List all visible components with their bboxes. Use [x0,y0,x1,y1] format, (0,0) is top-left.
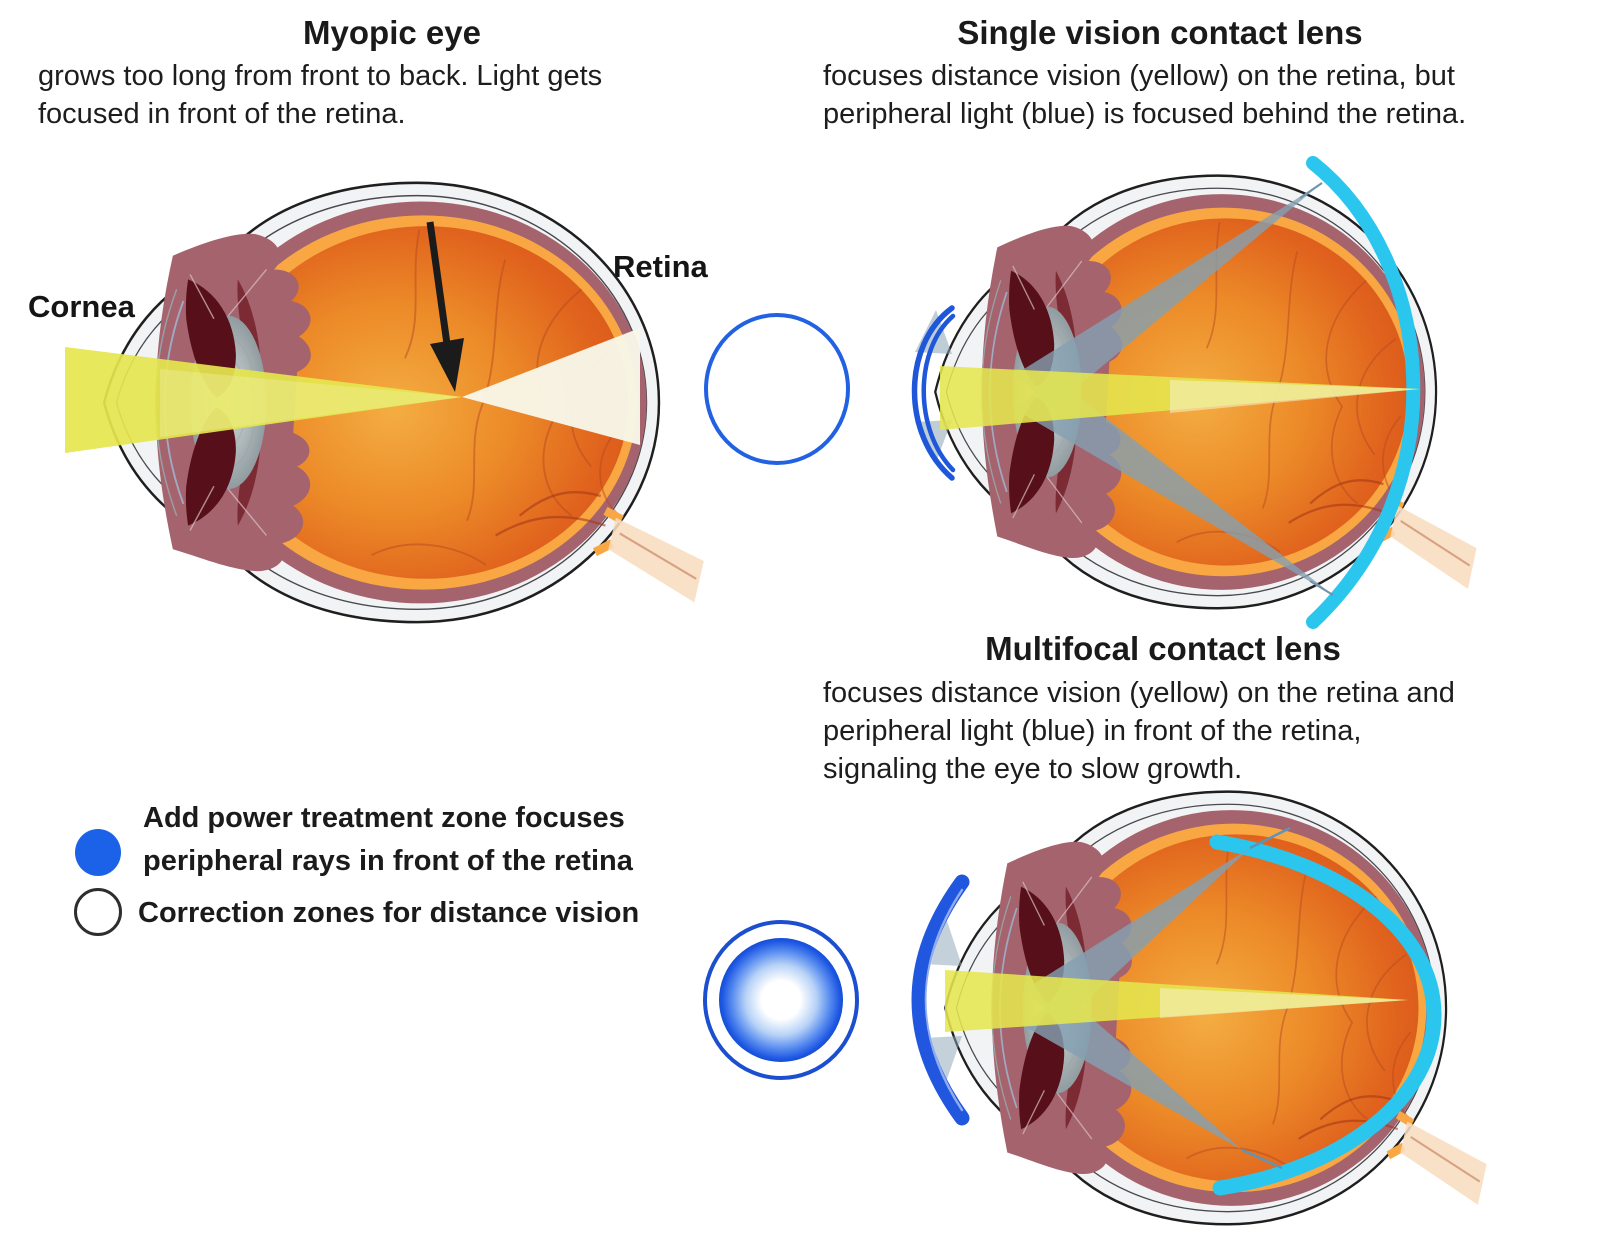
front-of-retina-focus-arc [1209,834,1442,1196]
beam-highlight [1170,380,1420,413]
multifocal-lens-icon [703,920,859,1080]
contact-lens-on-cornea [911,874,970,1126]
focal-point-arrow [426,221,464,392]
multifocal-description: focuses distance vision (yellow) on the … [823,677,1455,785]
add-power-zone-text: Add power treatment zone focuses periphe… [143,802,633,877]
single-vision-lens-icon [704,313,850,465]
retina-label: Retina [613,249,708,284]
add-power-zone-swatch [75,829,121,876]
beam-highlight [160,369,462,437]
single-vision-eye-illustration [704,156,1600,629]
cornea-label: Cornea [28,289,135,324]
multifocal-eye-illustration [703,770,1600,1236]
distance-light-beam [65,347,462,453]
myopic-eye-illustration [65,148,740,653]
multifocal-title: Multifocal contact lens [985,630,1341,667]
myopic-description: grows too long from front to back. Light… [38,60,603,130]
behind-retina-focus-arc [1306,156,1421,629]
single-vision-title: Single vision contact lens [957,14,1363,51]
single-vision-description: focuses distance vision (yellow) on the … [823,60,1467,130]
correction-zone-text: Correction zones for distance vision [138,897,640,929]
defocused-beam-behind-focus [462,328,640,445]
myopic-title: Myopic eye [303,14,481,51]
beam-highlight [1160,988,1408,1018]
contact-lens-on-cornea [911,305,956,481]
correction-zone-swatch [74,888,122,936]
